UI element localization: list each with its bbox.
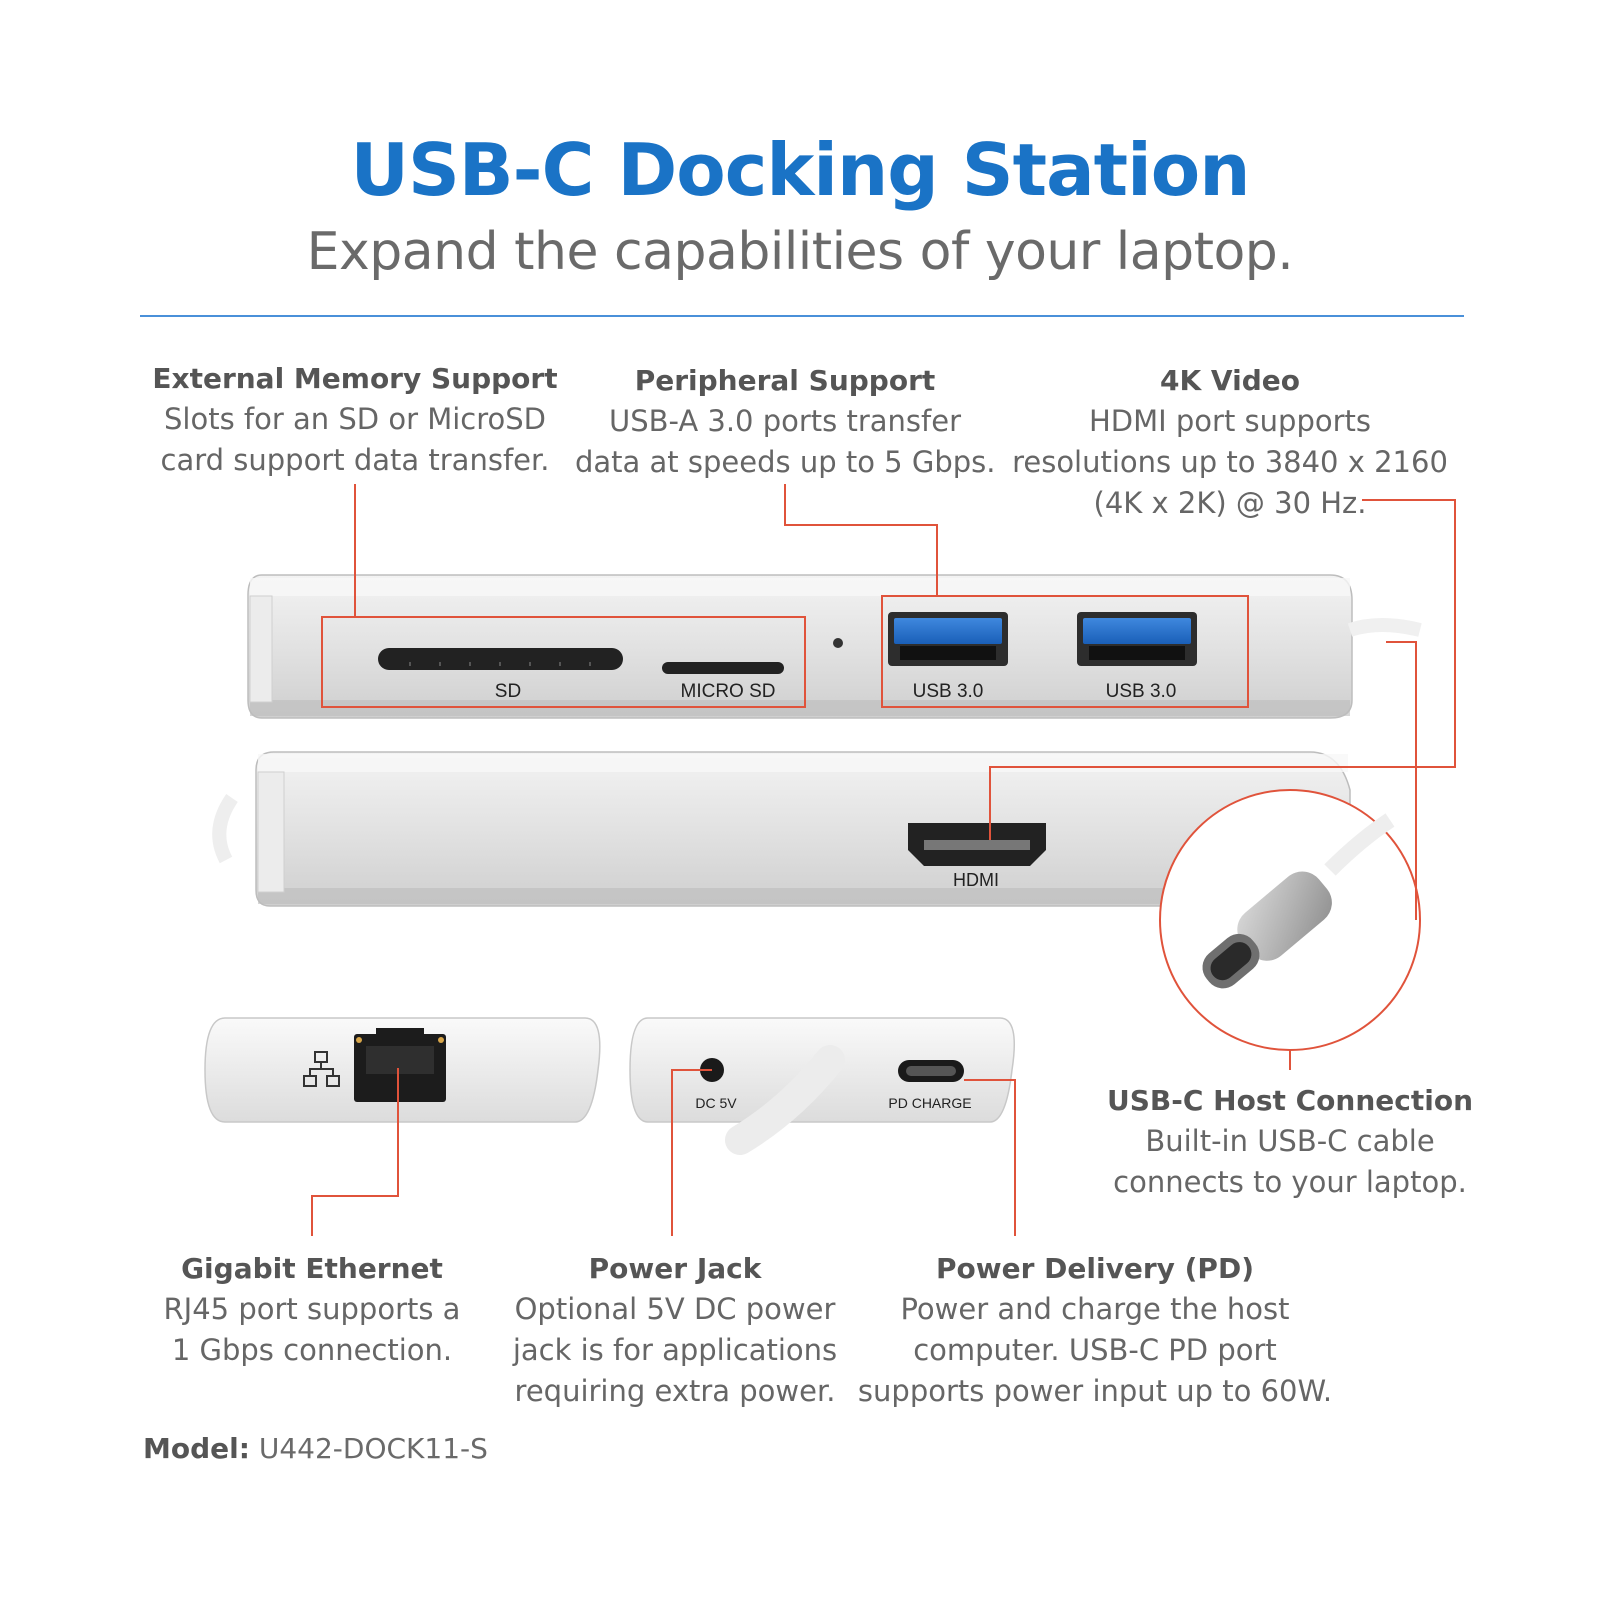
sd-label: SD: [495, 681, 521, 702]
callout-line: computer. USB-C PD port: [913, 1333, 1277, 1367]
dock-front-view: SD MICRO SD USB 3.0 USB 3.0: [247, 574, 1422, 719]
callout-line: Power and charge the host: [900, 1292, 1290, 1326]
callout-4k-video: 4K Video HDMI port supports resolutions …: [1010, 361, 1450, 524]
dock-back-view: HDMI: [212, 751, 1351, 907]
callout-line: Optional 5V DC power: [514, 1292, 836, 1326]
callout-line: Slots for an SD or MicroSD: [164, 402, 546, 436]
usb-port-2: [1077, 612, 1197, 666]
usb-c-connector-icon: [1159, 789, 1421, 1051]
page-subtitle: Expand the capabilities of your laptop.: [306, 222, 1294, 282]
callout-heading: Peripheral Support: [634, 364, 936, 397]
callout-heading: Power Jack: [588, 1252, 762, 1285]
callout-gigabit-ethernet: Gigabit Ethernet RJ45 port supports a 1 …: [132, 1249, 492, 1371]
model-number: Model: U442-DOCK11-S: [143, 1432, 488, 1465]
sd-slot: [378, 648, 623, 670]
ethernet-end-view: [204, 1017, 601, 1123]
callout-line: data at speeds up to 5 Gbps.: [575, 445, 996, 479]
micro-sd-label: MICRO SD: [681, 681, 776, 702]
micro-sd-slot: [662, 662, 784, 674]
model-label: Model:: [143, 1432, 250, 1465]
callout-line: Built-in USB-C cable: [1145, 1124, 1435, 1158]
callout-power-jack: Power Jack Optional 5V DC power jack is …: [500, 1249, 850, 1412]
usb-label-1: USB 3.0: [913, 681, 984, 702]
callout-external-memory: External Memory Support Slots for an SD …: [140, 359, 570, 481]
callout-line: requiring extra power.: [514, 1374, 836, 1408]
usb-label-2: USB 3.0: [1106, 681, 1177, 702]
callout-line: 1 Gbps connection.: [171, 1333, 453, 1367]
hdmi-port-icon: [908, 823, 1046, 866]
callout-heading: USB-C Host Connection: [1106, 1084, 1474, 1117]
callout-line: connects to your laptop.: [1113, 1165, 1467, 1199]
rj45-port-icon: [354, 1028, 446, 1102]
usb-port-1: [888, 612, 1008, 666]
callout-line: HDMI port supports: [1088, 404, 1372, 438]
callout-line: card support data transfer.: [160, 443, 550, 477]
status-led: [833, 638, 843, 648]
callout-usb-c-host: USB-C Host Connection Built-in USB-C cab…: [1080, 1081, 1500, 1203]
callout-heading: Power Delivery (PD): [935, 1252, 1254, 1285]
page-title: USB-C Docking Station: [350, 128, 1250, 212]
callout-line: supports power input up to 60W.: [857, 1374, 1333, 1408]
callout-line: (4K x 2K) @ 30 Hz.: [1093, 486, 1367, 520]
callout-heading: Gigabit Ethernet: [181, 1252, 443, 1285]
hdmi-label: HDMI: [953, 870, 999, 890]
callout-heading: 4K Video: [1160, 364, 1300, 397]
callout-line: resolutions up to 3840 x 2160: [1012, 445, 1448, 479]
network-icon: [303, 1051, 340, 1087]
model-value: U442-DOCK11-S: [258, 1432, 488, 1465]
dc-label: DC 5V: [695, 1095, 737, 1111]
callout-leaders: [311, 484, 1456, 1236]
callout-peripheral: Peripheral Support USB-A 3.0 ports trans…: [575, 361, 995, 483]
callout-power-delivery: Power Delivery (PD) Power and charge the…: [850, 1249, 1340, 1412]
power-end-view: DC 5V PD CHARGE: [629, 1017, 1015, 1155]
pd-charge-label: PD CHARGE: [888, 1095, 971, 1111]
callout-line: RJ45 port supports a: [163, 1292, 461, 1326]
callout-heading: External Memory Support: [152, 362, 558, 395]
callout-line: USB-A 3.0 ports transfer: [608, 404, 962, 438]
callout-line: jack is for applications: [512, 1333, 838, 1367]
header-divider: [140, 315, 1464, 317]
